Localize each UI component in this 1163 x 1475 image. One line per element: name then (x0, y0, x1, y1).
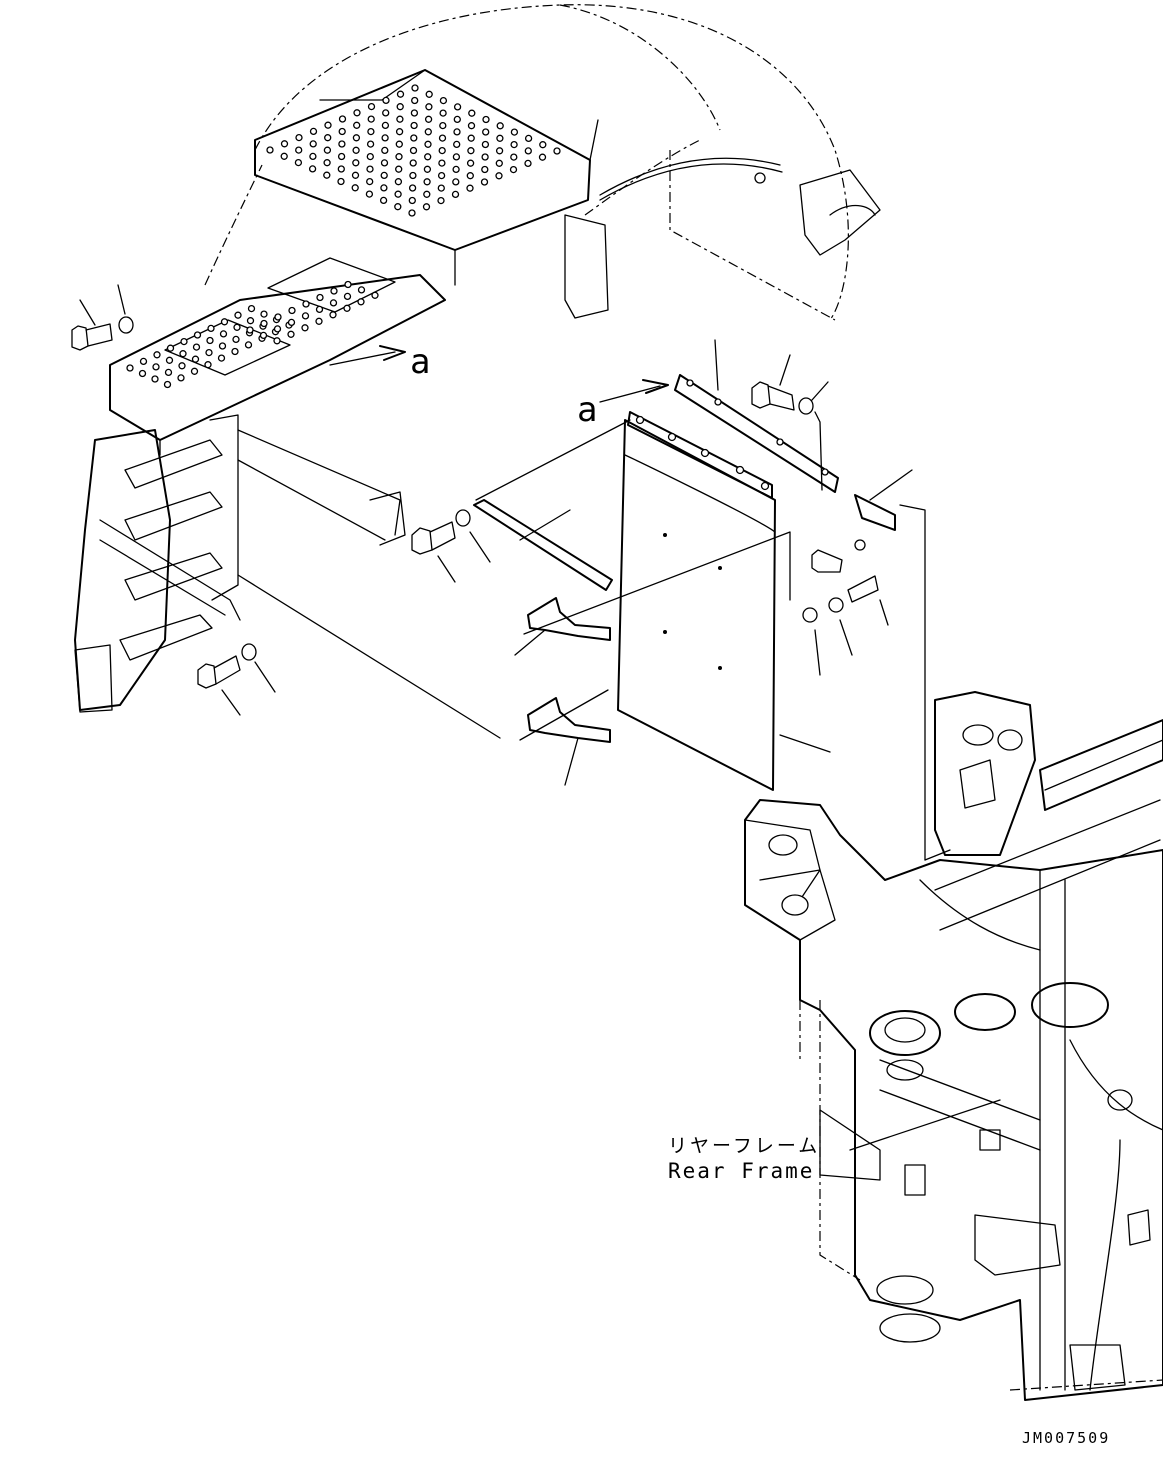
fender-lamp (599, 157, 881, 256)
fender-step-assembly (74, 4, 849, 713)
fasteners-left (71, 284, 501, 739)
reference-mark-a-right: a (577, 390, 598, 430)
reference-mark-a-left: a (410, 342, 431, 382)
perforation-pattern (126, 84, 561, 389)
rear-frame-label-en: Rear Frame (668, 1159, 815, 1183)
mud-flap-assembly (411, 339, 926, 861)
rear-frame-label-jp: リヤーフレーム (668, 1135, 821, 1157)
drawing-number: JM007509 (1022, 1429, 1111, 1447)
rear-frame (744, 691, 1163, 1401)
